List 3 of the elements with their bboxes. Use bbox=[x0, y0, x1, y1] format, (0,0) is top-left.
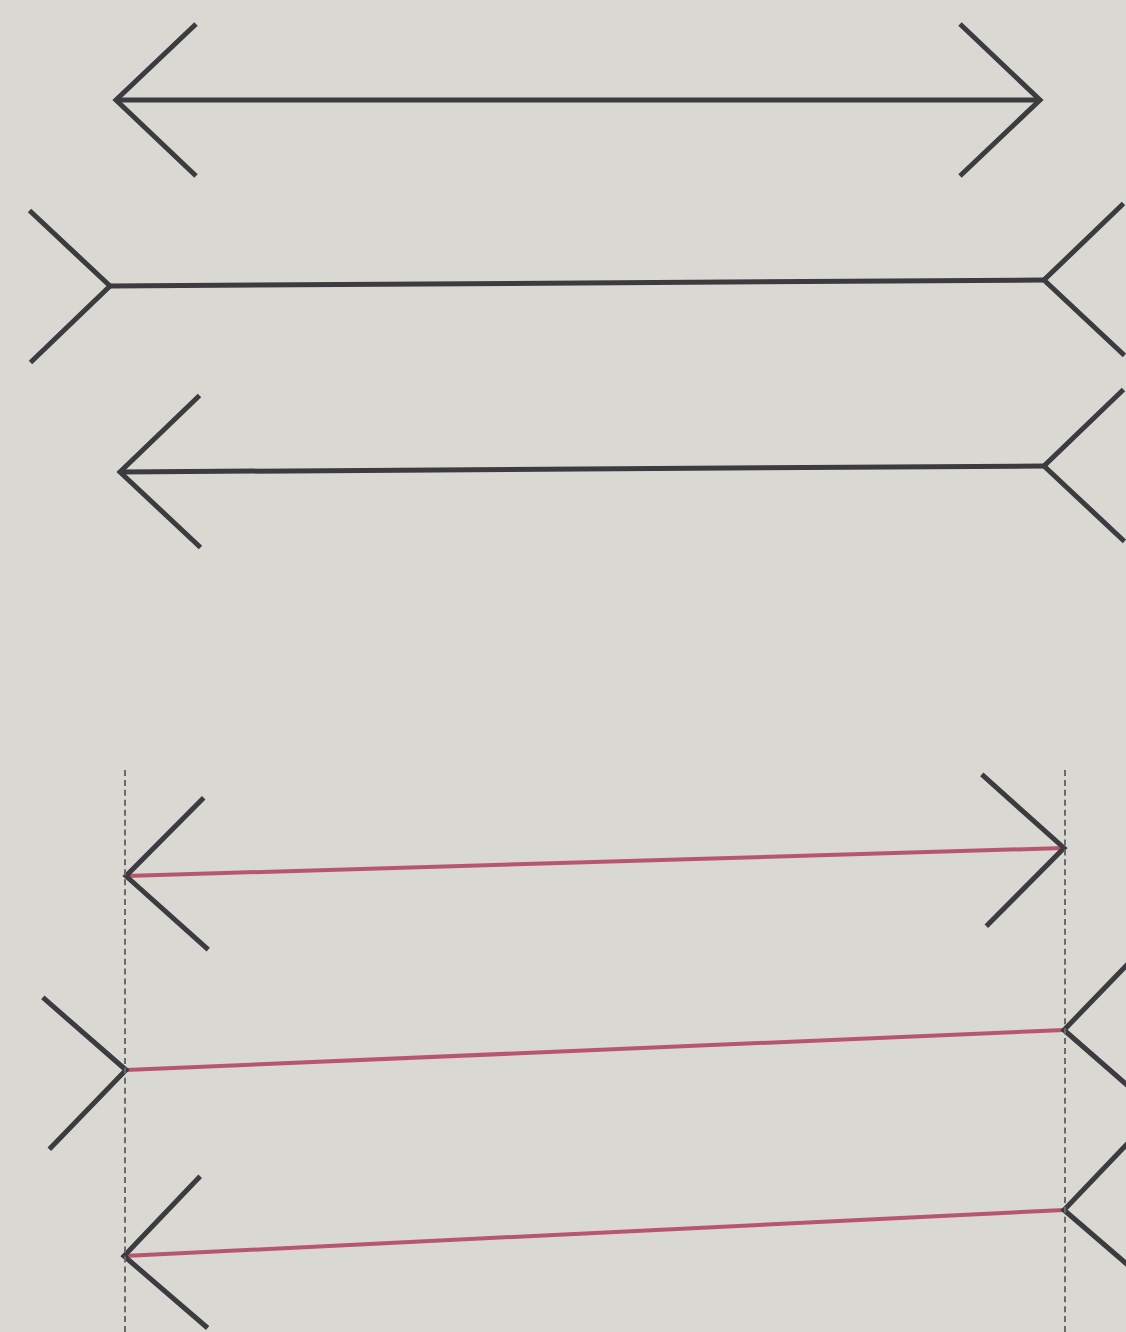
arrow-figure bbox=[123, 771, 1067, 953]
dashed-guide-line bbox=[124, 770, 126, 1332]
dashed-guide-line bbox=[1064, 770, 1066, 1332]
